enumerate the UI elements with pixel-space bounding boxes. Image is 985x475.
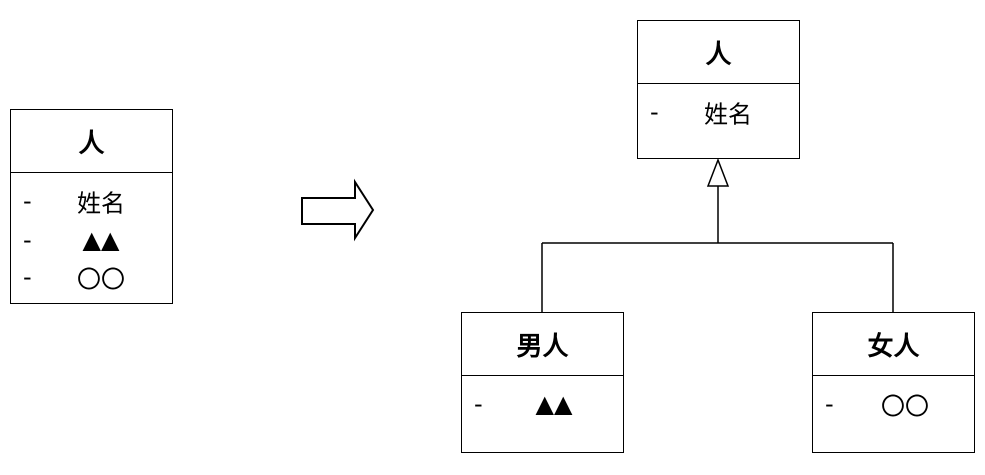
male-class-box[interactable]: 男人 - ▲▲ [461, 312, 624, 453]
source-attribute-row: - 〇〇 [11, 260, 172, 294]
parent-attribute-visibility: - [650, 98, 659, 126]
male-attribute-row: - ▲▲ [462, 387, 623, 421]
source-attribute-row: - 姓名 [11, 184, 172, 218]
female-attribute-name: 〇〇 [881, 392, 929, 421]
source-attribute-name: 〇〇 [77, 265, 125, 294]
parent-class-name: 人 [638, 21, 799, 84]
source-attribute-name: ▲▲ [82, 226, 120, 254]
male-attribute-name: ▲▲ [535, 390, 573, 418]
source-attribute-row: - ▲▲ [11, 223, 172, 257]
female-attribute-row: - 〇〇 [813, 387, 974, 421]
male-class-name: 男人 [462, 313, 623, 376]
source-class-name: 人 [11, 110, 172, 173]
parent-class-box[interactable]: 人 - 姓名 [637, 20, 800, 159]
parent-attribute-row: - 姓名 [638, 95, 799, 129]
source-attribute-visibility: - [23, 263, 32, 291]
female-class-name: 女人 [813, 313, 974, 376]
hollow-triangle-arrowhead-icon [706, 157, 730, 187]
source-class-box[interactable]: 人 - 姓名 - ▲▲ - 〇〇 [10, 109, 173, 304]
female-class-box[interactable]: 女人 - 〇〇 [812, 312, 975, 453]
parent-attribute-name: 姓名 [704, 100, 752, 129]
male-attribute-visibility: - [474, 390, 483, 418]
source-attribute-visibility: - [23, 226, 32, 254]
female-attribute-visibility: - [825, 390, 834, 418]
source-attribute-name: 姓名 [77, 189, 125, 218]
transform-arrow-icon [301, 178, 375, 242]
source-attribute-visibility: - [23, 187, 32, 215]
